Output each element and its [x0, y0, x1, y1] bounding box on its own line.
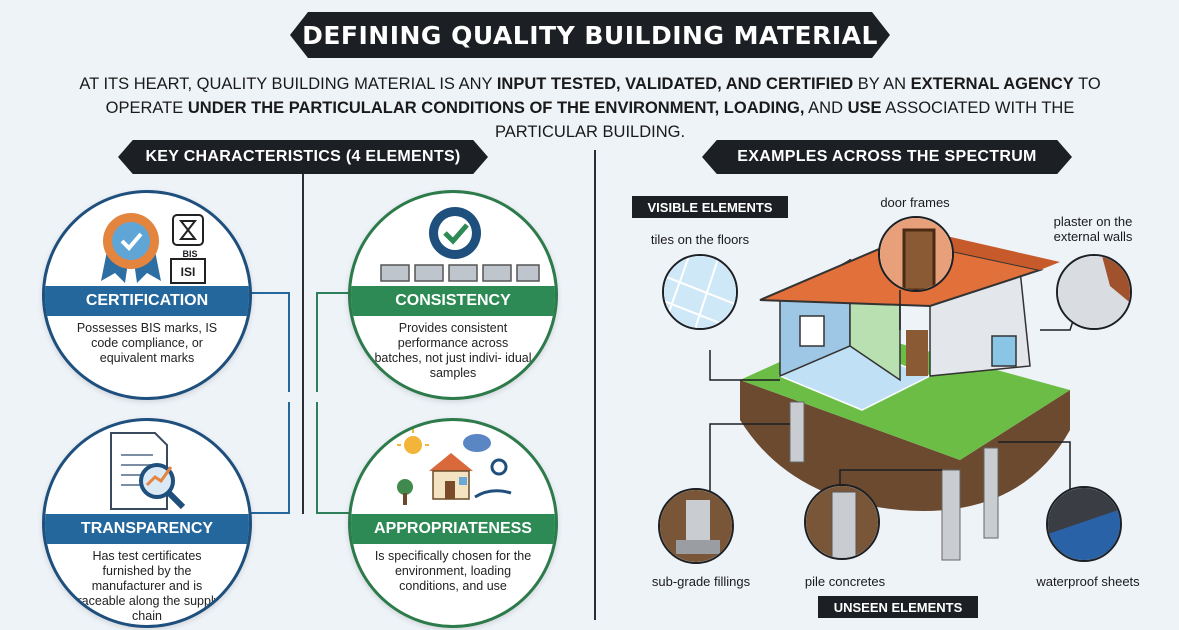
intro-part: AT ITS HEART, QUALITY BUILDING MATERIAL … [79, 75, 497, 93]
door-label: door frames [880, 195, 950, 210]
intro-part: ASSOCIATED WITH THE PARTICULAR BUILDING. [494, 99, 1075, 141]
certification-desc: Possesses BIS marks, IS code compliance,… [76, 321, 218, 365]
examples-heading: EXAMPLES ACROSS THE SPECTRUM [702, 140, 1072, 174]
document-magnifier-icon [110, 432, 186, 510]
intro-text: AT ITS HEART, QUALITY BUILDING MATERIAL … [60, 72, 1120, 144]
connector-line [316, 292, 356, 392]
header-banner: DEFINING QUALITY BUILDING MATERIAL [0, 0, 1179, 66]
intro-part: BY AN [853, 75, 911, 93]
house-illustration [709, 230, 1081, 561]
appropriateness-label: APPROPRIATENESS [351, 514, 555, 544]
intro-bold: INPUT TESTED, VALIDATED, AND CERTIFIED [496, 75, 854, 93]
transparency-card: TRANSPARENCY Has test certificates furni… [42, 418, 252, 628]
connector-line [250, 292, 290, 392]
key-characteristics-heading-text: KEY CHARACTERISTICS (4 ELEMENTS) [145, 148, 461, 165]
consistency-card: CONSISTENCY Provides consistent performa… [348, 190, 558, 400]
check-gear-icon [380, 207, 540, 282]
plaster-wall-icon [1058, 256, 1130, 328]
house-environment-icon [397, 429, 512, 505]
pile-label: pile concretes [804, 574, 886, 589]
column-divider [594, 150, 596, 620]
subgrade-label: sub-grade fillings [651, 574, 751, 589]
transparency-label: TRANSPARENCY [45, 514, 249, 544]
consistency-desc: Provides consistent performance across b… [374, 321, 532, 380]
connector-line [316, 402, 356, 514]
svg-text:ISI: ISI [181, 265, 196, 279]
examples-heading-text: EXAMPLES ACROSS THE SPECTRUM [737, 148, 1037, 165]
award-badge-icon: ISI [101, 213, 206, 284]
center-spine-line [302, 174, 304, 514]
tiles-bubble [662, 254, 738, 330]
intro-part: TO OPERATE [105, 75, 1101, 117]
intro-bold: USE [847, 99, 882, 117]
key-characteristics-heading: KEY CHARACTERISTICS (4 ELEMENTS) [118, 140, 488, 174]
visible-elements-tag: VISIBLE ELEMENTS [632, 196, 788, 218]
connector-line [250, 402, 290, 514]
pile-bubble [804, 484, 880, 560]
plaster-bubble [1056, 254, 1132, 330]
title-bar: DEFINING QUALITY BUILDING MATERIAL [290, 12, 890, 58]
transparency-desc: Has test certificates furnished by the m… [74, 549, 220, 623]
waterproof-label: waterproof sheets [1036, 574, 1140, 589]
appropriateness-card: APPROPRIATENESS Is specifically chosen f… [348, 418, 558, 628]
intro-bold: EXTERNAL AGENCY [910, 75, 1074, 93]
consistency-label: CONSISTENCY [351, 286, 555, 316]
subgrade-bubble [658, 488, 734, 564]
certification-card: ISI BIS CERTIFICATION Possesses BIS mark… [42, 190, 252, 400]
tiles-label: tiles on the floors [650, 232, 750, 247]
bis-badge-text: BIS [182, 249, 198, 259]
certification-label: CERTIFICATION [45, 286, 249, 316]
subgrade-icon [660, 490, 732, 562]
page-title: DEFINING QUALITY BUILDING MATERIAL [302, 20, 878, 50]
door-bubble [878, 216, 954, 292]
intro-bold: UNDER THE PARTICULALAR CONDITIONS OF THE… [187, 99, 805, 117]
waterproof-bubble [1046, 486, 1122, 562]
tiles-icon [664, 256, 736, 328]
appropriateness-desc: Is specifically chosen for the environme… [374, 549, 532, 593]
unseen-elements-tag: UNSEEN ELEMENTS [818, 596, 978, 618]
door-frame-icon [880, 218, 952, 290]
plaster-label: plaster on the external walls [1053, 214, 1133, 244]
pile-concrete-icon [806, 486, 878, 558]
intro-part: AND [804, 99, 848, 117]
waterproof-sheet-icon [1048, 488, 1120, 560]
